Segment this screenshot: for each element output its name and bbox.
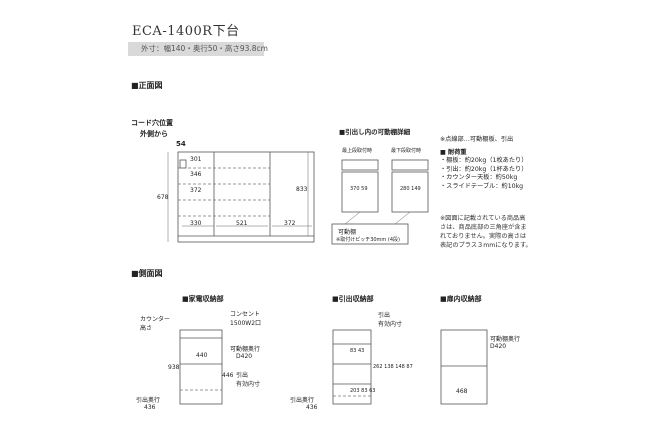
drawer-inner-label-1: 引出 <box>236 372 249 379</box>
bottom-mount-dims: 280 149 <box>400 186 421 192</box>
drawer-inner-label-2: 有効内寸 <box>236 381 261 388</box>
cabinet-shelf-depth-1: 可動棚奥行 <box>490 336 521 343</box>
shelf-note: ※取付けピッチ30mm (4段) <box>336 237 400 243</box>
dim-521: 521 <box>236 220 248 227</box>
shelf-depth-label-1: 可動棚奥行 <box>230 346 261 353</box>
cord-label-1: コード穴位置 <box>131 119 173 127</box>
load-item: ・引出：約20kg（1杯あたり） <box>440 165 528 173</box>
disclaimer-line: ※図面に記載されている商品高 <box>440 215 526 222</box>
drawer-detail-heading: ■引出し内の可動棚詳細 <box>339 128 411 136</box>
disclaimer-line: れておりません。実際の高さは <box>440 233 527 240</box>
appliance-heading: ■家電収納部 <box>182 295 224 303</box>
dim-301: 301 <box>190 156 202 163</box>
spec-bar <box>128 42 264 56</box>
dim-372a: 372 <box>190 187 202 194</box>
disclaimer-line: 表記のプラス３mmになります。 <box>440 242 532 249</box>
disclaimer: ※図面に記載されている商品高 さは、商品底部の三角座が含ま れておりません。実際… <box>440 214 532 250</box>
top-mount-label: 最上段取付時 <box>342 148 373 154</box>
cord-label-2: 外側から <box>140 130 168 138</box>
dim-678: 678 <box>157 194 169 201</box>
dim-833: 833 <box>296 186 308 193</box>
shelf-label: 可動棚 <box>338 229 357 236</box>
dotted-note: ※点線部…可動棚板、引出 <box>440 136 514 143</box>
drawer-right-dims: 262 138 148 87 <box>373 364 413 370</box>
appliance-side-outline <box>179 329 223 405</box>
bottom-mount-label: 最下段取付時 <box>391 148 422 154</box>
load-item: ・棚板：約20kg（1枚あたり） <box>440 157 528 165</box>
page-title: ECA-1400R下台 <box>132 24 240 39</box>
cabinet-side-outline <box>440 329 488 405</box>
shelf-box <box>331 223 409 245</box>
dim-468: 468 <box>456 388 468 395</box>
counter-label-2: 高さ <box>140 325 153 332</box>
side-view-heading: ■側面図 <box>131 269 163 278</box>
cord-hole <box>179 159 187 169</box>
drawer-bottom-dims: 203 83 63 <box>350 388 376 394</box>
disclaimer-line: さは、商品底部の三角座が含ま <box>440 224 527 231</box>
load-item: ・カウンター天板：約50kg <box>440 174 518 182</box>
load-item: ・スライドテーブル：約10kg <box>440 182 524 190</box>
drawer-side-outline <box>332 329 372 405</box>
shelf-depth-label-2: D420 <box>236 353 253 360</box>
cord-value: 54 <box>176 140 186 148</box>
spec-text: 外寸：幅140・奥行50・高さ93.8cm <box>141 44 268 53</box>
outlet-label-2: 1500W2口 <box>230 320 262 327</box>
cabinet-heading: ■扉内収納部 <box>440 295 482 303</box>
dim-436: 436 <box>144 404 156 411</box>
dim-436: 436 <box>306 404 318 411</box>
counter-label-1: カウンター <box>140 316 171 323</box>
drawer-inner-label-1: 引出 <box>378 312 391 319</box>
drawer-inner-label-2: 有効内寸 <box>378 321 403 328</box>
dim-346: 346 <box>190 171 202 178</box>
dim-446: 446 <box>222 372 234 379</box>
dim-440: 440 <box>196 352 208 359</box>
drawer-top-dims: 83 43 <box>350 348 365 354</box>
outlet-label-1: コンセント <box>230 311 261 318</box>
dim-330: 330 <box>190 220 202 227</box>
notes-panel: ※点線部…可動棚板、引出 ■ 耐荷重 ・棚板：約20kg（1枚あたり） ・引出：… <box>440 136 527 192</box>
front-cabinet-outline <box>177 151 315 243</box>
dim-938: 938 <box>168 364 180 371</box>
drawer-depth-label: 引出奥行 <box>290 397 315 404</box>
drawer-depth-label: 引出奥行 <box>136 397 161 404</box>
load-heading: ■ 耐荷重 <box>440 148 467 156</box>
dim-372b: 372 <box>284 220 296 227</box>
top-mount-dims: 370 59 <box>350 186 368 192</box>
drawer-heading: ■引出収納部 <box>332 295 374 303</box>
front-view-heading: ■正面図 <box>131 81 163 90</box>
cabinet-shelf-depth-2: D420 <box>490 343 507 350</box>
